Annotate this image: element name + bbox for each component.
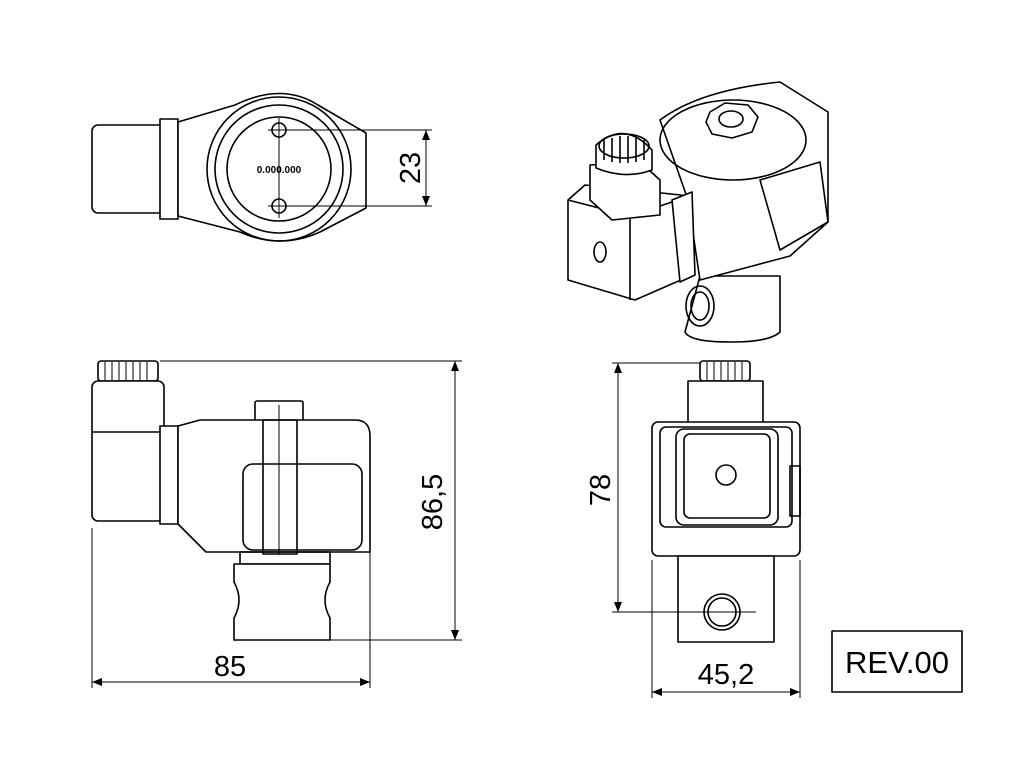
- iso-coil-top: [659, 99, 807, 181]
- side-view-dimensions: 78 45,2: [585, 362, 801, 698]
- side-view-connector-top: [687, 380, 764, 430]
- dimension-front-width: 85: [214, 651, 246, 683]
- front-view-valve-body: [233, 563, 331, 641]
- front-view-collar: [159, 425, 179, 525]
- side-view-connector-face: [675, 428, 779, 526]
- dimension-side-width: 45,2: [698, 659, 754, 691]
- front-view-dimensions: 86,5 85: [91, 360, 462, 688]
- iso-connector-hole: [593, 241, 607, 263]
- top-view-coil-outer: [206, 96, 352, 242]
- top-view-connector-collar: [159, 118, 179, 220]
- iso-coil-housing: [659, 81, 829, 281]
- iso-coil-side-face: [759, 161, 829, 251]
- iso-port-outer: [685, 285, 715, 327]
- dimension-top-height: 23: [395, 152, 427, 184]
- top-view-connector: [91, 124, 165, 214]
- iso-top-nut-hole: [718, 110, 744, 128]
- iso-port-inner: [690, 291, 710, 321]
- front-view-coil-body: [177, 419, 371, 553]
- top-view: 0.000.000: [91, 92, 367, 242]
- side-view: [651, 360, 801, 643]
- front-view-armature: [262, 419, 298, 555]
- isometric-view: [567, 81, 829, 343]
- side-view-screw-hole: [715, 464, 737, 486]
- front-view-coil-window: [242, 463, 363, 551]
- iso-gland-cap: [598, 133, 650, 159]
- revision-box: REV.00: [831, 630, 963, 693]
- dimension-front-height: 86,5: [417, 474, 449, 530]
- dimension-side-height: 78: [585, 474, 617, 506]
- front-view-connector: [91, 380, 165, 522]
- iso-base-body: [684, 275, 781, 343]
- revision-label: REV.00: [845, 645, 949, 680]
- top-view-coil-mid: [214, 104, 344, 234]
- front-view-gland: [97, 360, 159, 382]
- iso-top-nut: [705, 102, 759, 139]
- serial-number-label: 0.000.000: [257, 165, 302, 176]
- iso-clip: [671, 191, 696, 283]
- front-view: [91, 360, 371, 641]
- top-view-coil-face: [226, 116, 332, 222]
- top-view-dimension: 23: [290, 129, 432, 207]
